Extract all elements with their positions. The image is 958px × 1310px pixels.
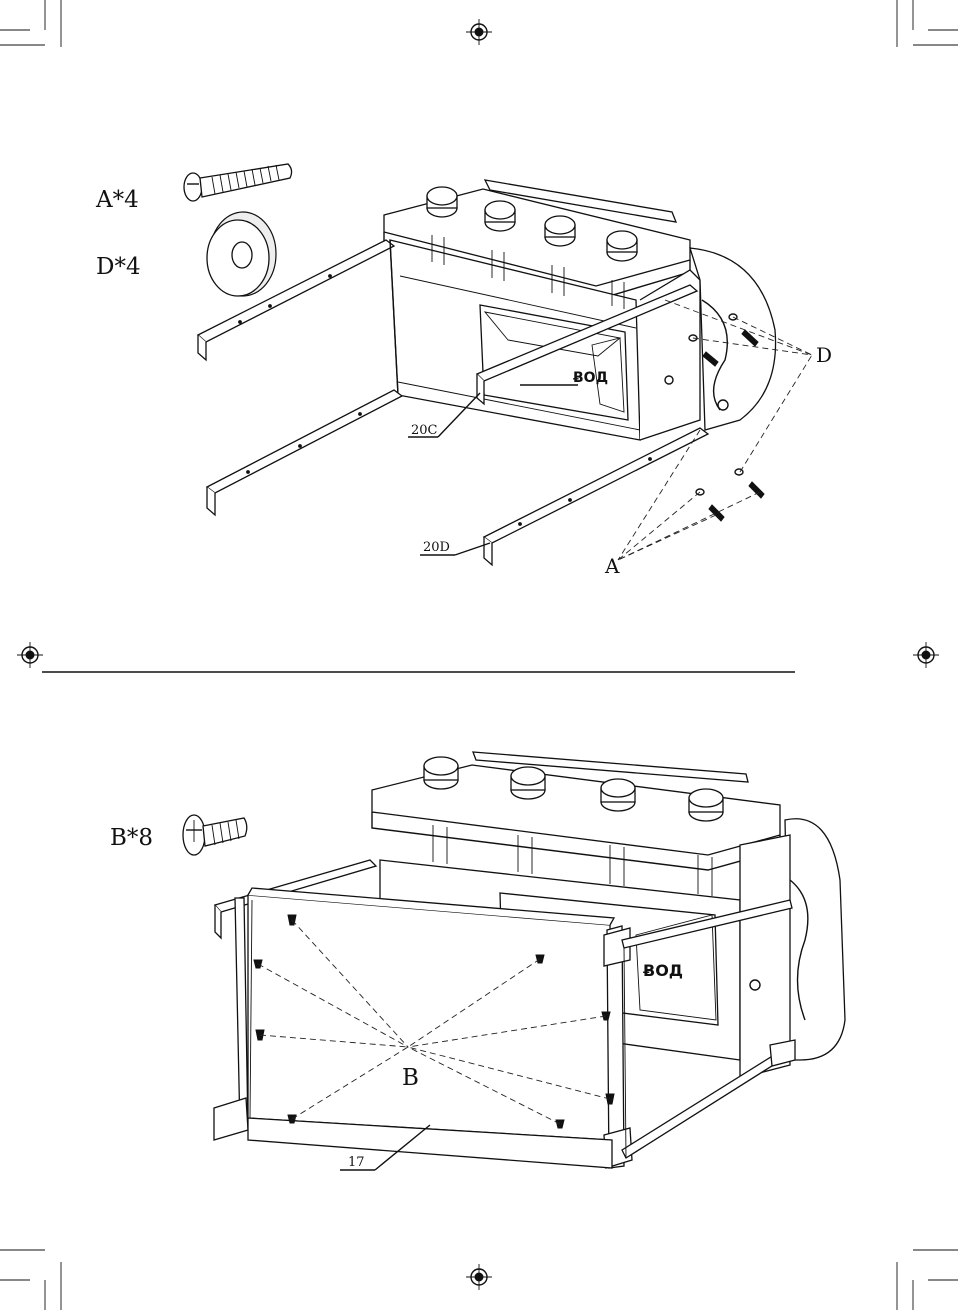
screw-icon — [184, 164, 292, 201]
grill-assembly-step1: ɃOД — [198, 180, 776, 565]
svg-text:ɃOД: ɃOД — [643, 961, 683, 980]
grill-assembly-step2: ɃOД — [214, 752, 845, 1168]
callout-17: 17 — [348, 1155, 365, 1170]
part-label-a: A*4 — [95, 187, 139, 213]
registration-mark-top — [466, 19, 492, 45]
callout-a: A — [604, 554, 620, 578]
callout-20c: 20C — [411, 423, 438, 438]
svg-text:ɃOД: ɃOД — [573, 370, 608, 386]
callout-d: D — [816, 343, 832, 367]
screw-icon — [183, 815, 247, 855]
step2-parts-list: B*8 — [110, 815, 247, 855]
washer-icon — [207, 212, 276, 296]
registration-mark-bottom — [466, 1264, 492, 1290]
part-label-b: B*8 — [110, 825, 153, 851]
step1-parts-list: A*4 D*4 — [95, 164, 292, 296]
part-label-d: D*4 — [96, 254, 141, 280]
registration-mark-left — [17, 642, 43, 668]
callout-20d: 20D — [423, 540, 450, 555]
callout-b: B — [402, 1065, 419, 1091]
registration-mark-right — [913, 642, 939, 668]
